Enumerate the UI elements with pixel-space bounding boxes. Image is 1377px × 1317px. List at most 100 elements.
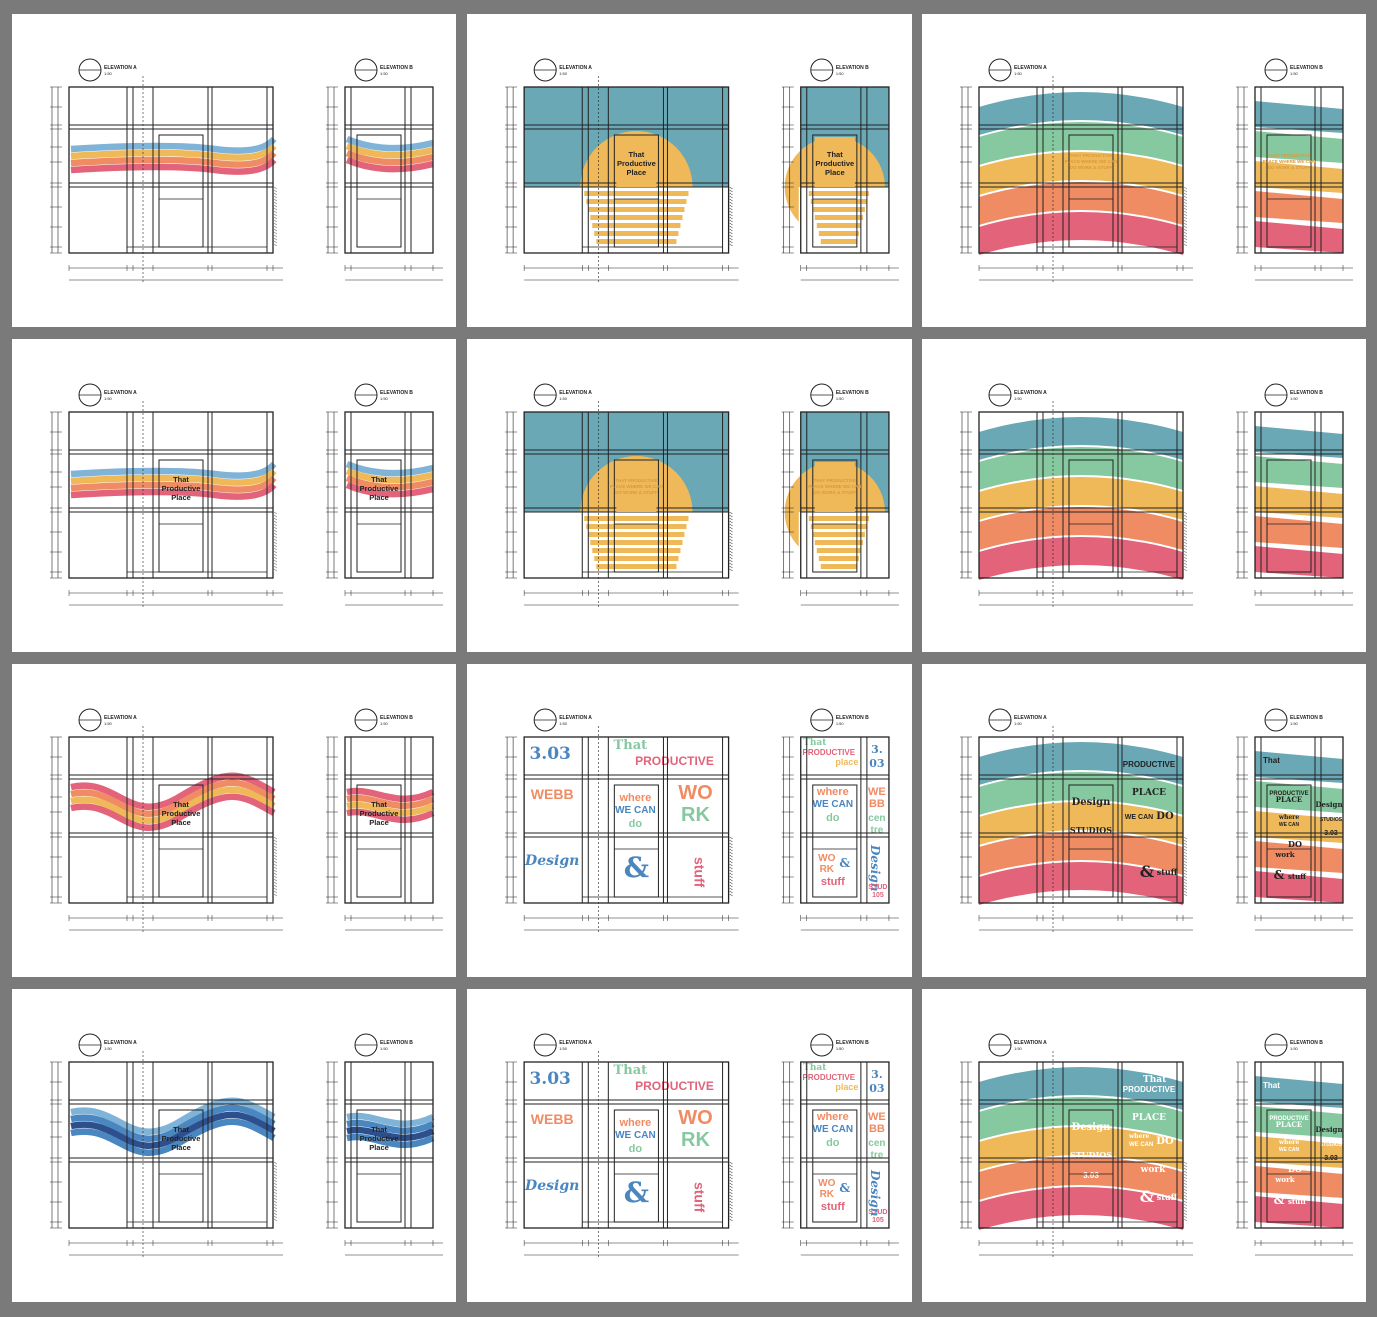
graphic-text-work: work — [1274, 850, 1294, 859]
hatch — [729, 1194, 733, 1198]
elevation-a-frame — [978, 1061, 1188, 1229]
elevation-label-a: ELEVATION A1:50 — [988, 58, 1047, 82]
elevation-b-title: ELEVATION B — [1290, 390, 1323, 396]
elevation-b-frame — [344, 411, 434, 579]
elevation-label-b: ELEVATION B1:50 — [810, 708, 869, 732]
hatch — [729, 192, 733, 196]
door-text: Place — [171, 818, 191, 827]
hatch — [1183, 568, 1188, 572]
hatch — [1183, 186, 1188, 190]
sun-stripe — [586, 524, 687, 529]
hatch — [729, 1203, 733, 1207]
hatch — [273, 1185, 278, 1189]
frame-outline — [800, 86, 890, 254]
hatch — [273, 851, 278, 855]
graphic-text-productive: PRODUCTIVE — [635, 1079, 714, 1093]
hatch — [273, 1209, 278, 1213]
graphic-text-work: work — [1140, 1165, 1166, 1175]
sun-stripe — [816, 548, 861, 553]
elevation-a-scale: 1:50 — [104, 396, 113, 401]
hatch — [1183, 890, 1188, 894]
graphic-text-that: That — [614, 738, 648, 753]
door-text: Productive — [162, 1134, 201, 1143]
elevation-b-scale: 1:50 — [1290, 1046, 1299, 1051]
hatch — [729, 1164, 733, 1168]
graphic-text-productive: PRODUCTIVE — [1269, 1116, 1308, 1122]
elevation-b-title: ELEVATION B — [836, 1040, 869, 1046]
sun-stripe — [586, 199, 687, 204]
graphic-text-place: PLACE — [1132, 788, 1166, 798]
elevation-a-scale: 1:50 — [1014, 71, 1023, 76]
hatch — [1183, 219, 1188, 223]
door-panel-b — [814, 462, 855, 512]
arc-band — [979, 1067, 1183, 1110]
elevation-a-scale: 1:50 — [559, 396, 568, 401]
graphic-text-that: That — [803, 738, 827, 748]
hatch — [273, 863, 278, 867]
hatch — [1183, 556, 1188, 560]
door-text: That — [371, 475, 387, 484]
hatch — [729, 219, 733, 223]
elevation-a-title: ELEVATION A — [104, 65, 137, 71]
graphic-text-amp: & — [624, 851, 649, 884]
hatch — [273, 848, 278, 852]
hatch — [729, 1185, 733, 1189]
graphic-text-do: do — [629, 818, 643, 830]
graphic-text-productive: PRODUCTIVE — [1123, 1085, 1176, 1094]
door-text: DO WORK & STUFF — [814, 490, 857, 495]
hatch — [729, 532, 733, 536]
hatch — [1183, 562, 1188, 566]
elevation-label-b: ELEVATION B1:50 — [810, 383, 869, 407]
elevation-b-frame — [344, 1061, 434, 1229]
hatch — [729, 213, 733, 217]
hatch — [729, 1206, 733, 1210]
frame-outline — [68, 86, 274, 254]
frame-outline — [978, 86, 1184, 254]
sun-stripe — [818, 231, 859, 236]
hatch — [729, 842, 733, 846]
hatch — [729, 568, 733, 572]
graphic-text-amp: & — [1140, 862, 1155, 881]
hatch — [273, 544, 278, 548]
hatch — [729, 514, 733, 518]
elevation-b-title: ELEVATION B — [380, 65, 413, 71]
hatch — [1183, 535, 1188, 539]
hatch — [1183, 526, 1188, 530]
graphic-text-tre: tre — [871, 825, 884, 836]
stripe — [345, 481, 434, 498]
hatch — [273, 207, 278, 211]
hatch — [273, 541, 278, 545]
hatch — [273, 839, 278, 843]
hatch — [729, 1170, 733, 1174]
sun-stripe — [592, 223, 681, 228]
arc-band — [979, 477, 1183, 520]
hatch — [1183, 1167, 1188, 1171]
arc-band — [979, 447, 1183, 490]
hatch — [729, 222, 733, 226]
frame-outline — [523, 736, 730, 904]
hatch — [273, 875, 278, 879]
graphic-text-productive: PRODUCTIVE — [1269, 791, 1308, 797]
frame-outline — [1254, 86, 1344, 254]
hatch — [1183, 523, 1188, 527]
